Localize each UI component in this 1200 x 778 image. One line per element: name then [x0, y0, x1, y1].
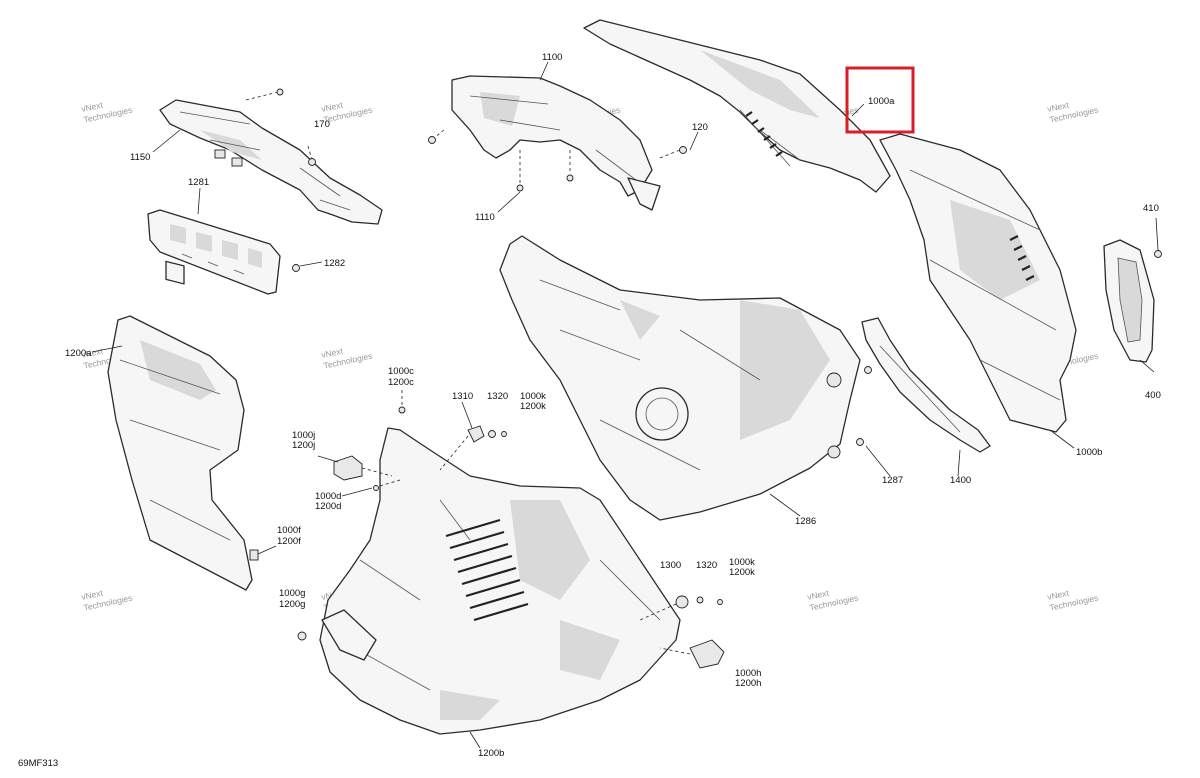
label-1000f: 1000f	[277, 525, 301, 536]
fastener-1310	[439, 425, 507, 471]
fastener-1300	[639, 595, 723, 621]
highlight-callout-1000a	[845, 66, 915, 134]
watermark-line1: vNext	[80, 588, 104, 602]
part-1286-center-panel	[499, 235, 861, 521]
label-1000k-upper: 1000k	[520, 391, 546, 402]
watermark: vNext Technologies	[80, 100, 133, 125]
label-1310: 1310	[452, 391, 473, 402]
part-400-handle	[1103, 239, 1155, 363]
part-labels: 1150 170 1100 120 1110 1000a 1281 1282 4…	[18, 52, 1161, 769]
label-1200d: 1200d	[315, 501, 341, 512]
label-1320-lower: 1320	[696, 560, 717, 571]
vent-slots	[445, 518, 529, 622]
watermark-line1: vNext	[80, 100, 104, 114]
label-1200b: 1200b	[478, 748, 504, 759]
label-1200c: 1200c	[388, 377, 414, 388]
part-1281-grille	[147, 209, 281, 295]
part-1150-bracket	[159, 99, 383, 225]
watermark: vNext Technologies	[80, 588, 133, 613]
label-410: 410	[1143, 203, 1159, 214]
watermark-line1: vNext	[1046, 588, 1070, 602]
label-1300: 1300	[660, 560, 681, 571]
fastener-120	[659, 146, 687, 159]
label-1000c: 1000c	[388, 366, 414, 377]
fastener-top-left	[245, 88, 284, 101]
label-1200f: 1200f	[277, 536, 301, 547]
watermark-line1: vNext	[320, 346, 344, 360]
watermark: vNext Technologies	[1046, 588, 1099, 613]
label-1000d: 1000d	[315, 491, 341, 502]
label-1000k-lower: 1000k	[729, 557, 755, 568]
label-1150: 1150	[130, 152, 150, 163]
label-1286: 1286	[795, 516, 816, 527]
part-1000a-top-panel	[583, 19, 891, 193]
fastener-1286	[826, 366, 872, 459]
label-1400: 1400	[950, 475, 971, 486]
label-1200j: 1200j	[292, 440, 315, 451]
vent-slots	[1009, 235, 1035, 281]
watermark: vNext Technologies	[1046, 100, 1099, 125]
label-1281: 1281	[188, 177, 209, 188]
label-1200g: 1200g	[279, 599, 305, 610]
label-1287: 1287	[882, 475, 903, 486]
leader-lines	[91, 61, 1155, 749]
watermark: vNext Technologies	[320, 346, 373, 371]
label-1200a: 1200a	[65, 348, 92, 359]
fastener-1000j	[333, 455, 393, 481]
fastener-1000h	[659, 639, 725, 669]
part-1000b-right-panel	[879, 133, 1077, 433]
fastener-1110	[516, 150, 574, 192]
label-1000a: 1000a	[868, 96, 895, 107]
label-1000j: 1000j	[292, 430, 315, 441]
drawing-code: 69MF313	[18, 758, 58, 769]
label-1282: 1282	[324, 258, 345, 269]
watermark-line1: vNext	[80, 346, 104, 360]
fastener-170	[307, 145, 316, 166]
fastener-1282	[292, 261, 323, 272]
watermark-line1: vNext	[806, 588, 830, 602]
fastener-1000g	[297, 631, 307, 641]
watermark: vNext Technologies	[806, 588, 859, 613]
part-1200a-side-panel	[107, 315, 253, 591]
label-1320-upper: 1320	[487, 391, 508, 402]
fastener-410	[1154, 217, 1162, 258]
label-120: 120	[692, 122, 708, 133]
part-1100-bracket	[428, 75, 661, 211]
label-1000b: 1000b	[1076, 447, 1102, 458]
watermark-line1: vNext	[320, 100, 344, 114]
label-170: 170	[314, 119, 330, 130]
label-400: 400	[1145, 390, 1161, 401]
fastener-1000f	[249, 545, 277, 561]
label-1100: 1100	[542, 52, 562, 63]
watermark-line1: vNext	[1046, 100, 1070, 114]
label-1200h: 1200h	[735, 678, 761, 689]
label-1000h: 1000h	[735, 668, 761, 679]
fastener-1000d	[373, 479, 401, 491]
part-1400-trim-strip	[861, 317, 991, 453]
part-1200b-lower-panel	[319, 427, 681, 735]
fastener-1000c	[398, 390, 406, 414]
label-1200k-upper: 1200k	[520, 401, 546, 412]
vent-slots	[745, 111, 783, 157]
label-1000g: 1000g	[279, 588, 305, 599]
label-1200k-lower: 1200k	[729, 567, 755, 578]
label-1110: 1110	[475, 212, 495, 223]
